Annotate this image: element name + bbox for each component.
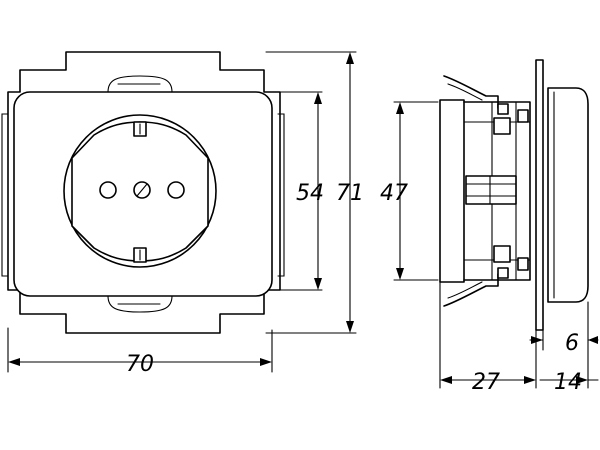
dim-54-label: 54 (296, 181, 324, 206)
right-frame-tab (277, 113, 285, 277)
side-dimensions: 47 27 6 14 (380, 101, 599, 395)
top-clip (107, 75, 173, 93)
dim-27-label: 27 (472, 370, 500, 395)
bottom-clip (107, 295, 173, 313)
left-pin-hole (99, 181, 117, 199)
right-pin-hole (167, 181, 185, 199)
dim-47-label: 47 (380, 181, 408, 206)
dim-14-label: 14 (554, 370, 582, 395)
side-insert-frame (463, 101, 531, 281)
side-insert-body (439, 99, 465, 283)
center-screw (133, 181, 151, 199)
front-view (1, 51, 285, 334)
dim-6-label: 6 (565, 331, 579, 356)
side-mounting-plate (535, 59, 544, 331)
dim-70-label: 70 (126, 352, 154, 377)
dim-71-label: 71 (336, 181, 364, 206)
side-view (439, 59, 589, 389)
front-dimensions: 54 71 70 (7, 51, 364, 377)
side-cover-plate (547, 87, 589, 303)
top-claw (443, 75, 507, 109)
side-center-shaft (465, 175, 517, 205)
mounting-frame (7, 51, 281, 334)
socket-recess (71, 121, 209, 262)
bottom-claw (443, 273, 507, 307)
left-frame-tab (1, 113, 9, 277)
